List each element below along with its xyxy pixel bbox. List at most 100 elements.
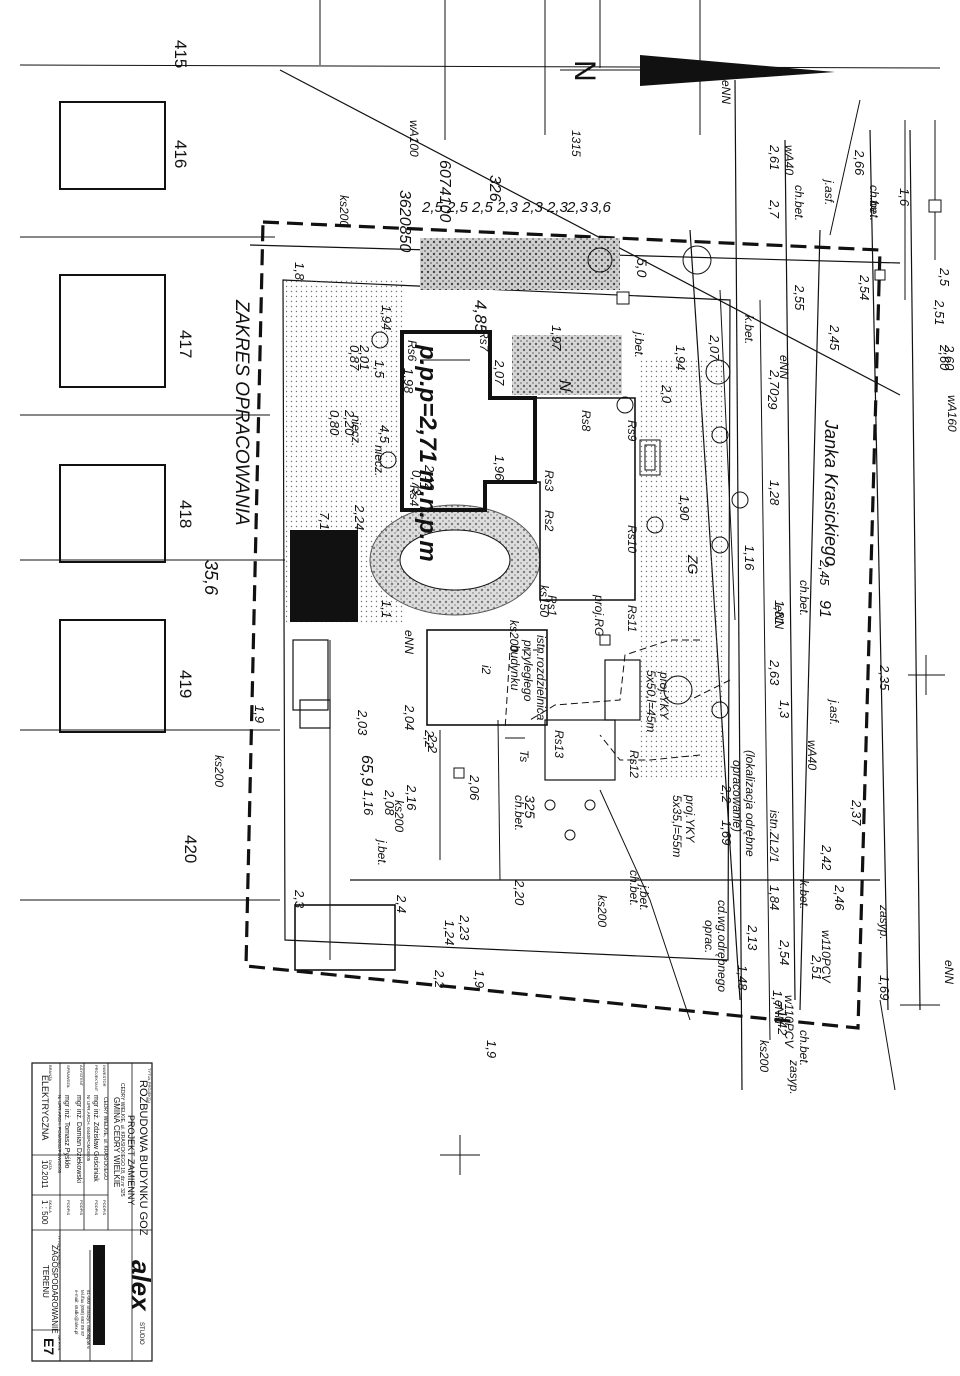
spot-height: 2,2 (432, 969, 447, 989)
company-logo: alex (126, 1260, 156, 1312)
spot-height: 1,9 (484, 1040, 499, 1058)
symbol-label: ks200 (757, 1040, 771, 1072)
spot-height: 2,35 (877, 664, 892, 691)
north-letter: N (556, 380, 573, 392)
date: 10.2011 (40, 1160, 49, 1189)
spot-height: 1,24 (442, 920, 457, 945)
date-label: DATA (48, 1160, 53, 1170)
drawing-title-1: ZAGOSPODAROWANIE (50, 1245, 59, 1334)
designer-license: Nr UPR.ARCH. 0440/POMOIE05 (86, 1095, 91, 1162)
spot-height: 2,07 (492, 359, 507, 386)
spot-height: 1,7 (770, 990, 785, 1009)
street-name: Janka Krasickiego (821, 419, 841, 566)
symbol-label: zasyp. (787, 1059, 801, 1095)
paved-strip-top (420, 238, 620, 290)
address-2: GMINA CEDRY WIELKIE (112, 1097, 121, 1187)
parcel-418: 418 (176, 500, 195, 528)
spot-height: 2,54 (857, 274, 872, 300)
checker-label: SPRAWDZIŁ (66, 1065, 71, 1089)
spot-height: 2,66 (852, 149, 867, 176)
spot-height: 2,51 (932, 299, 947, 325)
spot-height: 1,5 (372, 360, 387, 379)
spot-height: 1,1 (379, 600, 394, 618)
lot-width: 35,6 (201, 560, 221, 596)
spot-height: 1,81 (772, 600, 787, 625)
symbol-label: wA160 (945, 395, 959, 432)
cadastral-lines (19, 0, 945, 1175)
spot-height: 2,06 (467, 774, 482, 801)
dim-4: 2,3 (521, 199, 544, 216)
symbol-label: niecz. (372, 445, 386, 476)
symbol-label: eNN (777, 355, 791, 379)
spot-height: 7,16 (317, 512, 332, 538)
spot-height: 1,84 (767, 885, 782, 910)
symbol-label: Rs11 (625, 605, 639, 632)
symbol-label: eNN (772, 605, 786, 629)
drawing-number: E7 (41, 1338, 57, 1355)
signature-label-3: PODPIS (66, 1200, 71, 1215)
checker-name: mgr inż. Tomasz Pyśkło (63, 1095, 70, 1168)
symbol-label: ks200 (212, 755, 226, 787)
drawing-title-2: TERENU (41, 1265, 50, 1298)
spot-height: 2,08 (382, 789, 397, 816)
annotations: istn.rozdzielnica przyległego budynku pr… (508, 130, 781, 992)
trees (371, 245, 749, 841)
symbol-label: wA40 (805, 740, 819, 770)
project-title-2: PROJEKT ZAMIENNY (126, 1115, 136, 1205)
scale-label: SKALA (48, 1200, 53, 1213)
spot-height: 2,12 (422, 464, 437, 491)
spot-height: 1,94 (379, 305, 394, 330)
designer-label: PROJEKTANT (94, 1065, 99, 1092)
symbol-label: ks200 (392, 800, 406, 832)
annex-building (294, 904, 396, 971)
spot-height: 2,2 (422, 729, 437, 749)
symbol-label: j.bet. (632, 330, 646, 358)
symbol-label: ks200 (595, 895, 609, 927)
title-label: TYTUŁ PROJEKTU (147, 1068, 152, 1103)
symbol-label: wA40 (782, 145, 796, 175)
spot-height: 2,60 (942, 344, 957, 371)
symbol-label: Rs6 (405, 340, 419, 362)
north-arrow: N (568, 60, 601, 82)
symbol-label: Rs12 (627, 750, 641, 778)
symbol-label: Rs13 (552, 730, 566, 758)
symbol-label: j.asf. (822, 178, 836, 205)
note-1: istn.rozdzielnica (534, 635, 548, 721)
scale: 1 : 500 (40, 1200, 49, 1225)
spot-height: 2,23 (457, 914, 472, 941)
spot-height: 2,20 (512, 879, 527, 906)
floor-level: p.p.p=2,71 m.n.p.m (414, 344, 441, 562)
symbol-label: ks200 (507, 620, 521, 652)
symbol-label: k.bet. (742, 315, 756, 344)
garage-block (290, 530, 358, 622)
spot-height: 2,55 (792, 284, 807, 311)
lower-right-building (544, 719, 616, 781)
note-2: przyległego (521, 639, 535, 702)
symbol-label: j.asf. (827, 698, 841, 725)
spot-height: 2,0 (659, 384, 674, 404)
company-email: e-mail: studio@alex.pl (74, 1290, 79, 1334)
spot-height: 2,45 (827, 324, 842, 351)
signature-label-4: PODPIS (94, 1200, 99, 1215)
existing-building (534, 397, 636, 601)
spot-height: 2,5 (937, 267, 952, 287)
note-12: oprac. (702, 920, 716, 953)
symbol-label: eNN (402, 630, 416, 654)
spot-height: 2,03 (355, 709, 370, 736)
gravel-area-right (640, 360, 725, 780)
address-1: CEDRY WIELKIE, ul. KRASICKIEGO 18, dz.nr… (119, 1083, 125, 1197)
spot-height: 1,9 (252, 705, 267, 723)
scope-boundary (244, 220, 882, 1030)
parcel-326: 326 (486, 175, 503, 202)
symbol-label: w110PCV (782, 995, 796, 1048)
spot-height: 2,13 (745, 924, 760, 951)
symbol-label: j.bet. (637, 883, 651, 911)
spot-height: 1,6 (897, 188, 912, 207)
symbol-label: wA100 (407, 120, 421, 157)
spot-height: 2,70 (767, 369, 782, 396)
parcel-416: 416 (171, 140, 190, 168)
company-phone: tel./fax (058) 692 89 87 (80, 1290, 85, 1337)
spot-height: 29 (765, 394, 780, 409)
